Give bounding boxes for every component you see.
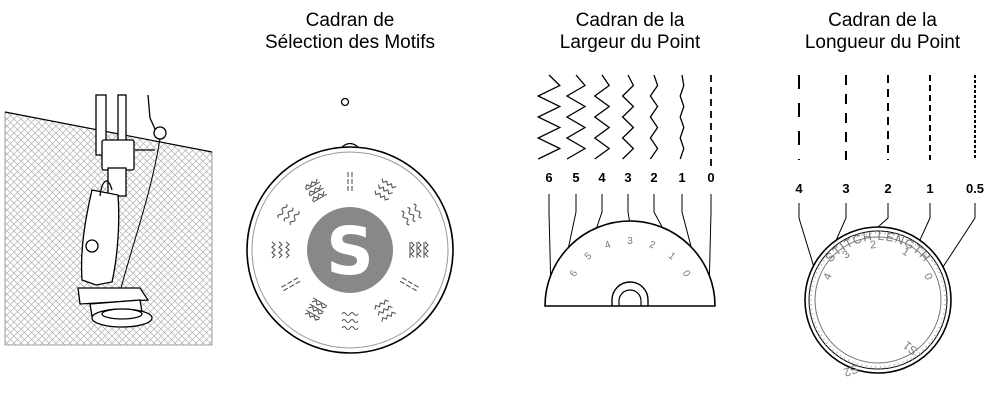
width-caption-line1: Cadran de la [575,10,685,31]
width-stitch-label: 0 [707,170,714,185]
width-stitch-label: 3 [624,170,631,185]
stitch-pattern-icon [399,277,419,292]
width-stitch-sample [593,74,611,160]
width-caption-line2: Largeur du Point [559,32,701,53]
length-leader-line [919,203,931,241]
stitch-pattern-icons [271,172,429,331]
width-dial-body [544,220,716,307]
length-dial-caption: Cadran de la Longueur du Point [785,10,980,54]
length-dial-face [814,236,942,364]
pattern-selection-dial: S [246,97,454,354]
width-stitch-label: 1 [678,170,685,185]
width-stitch-sample [621,74,635,160]
length-dial-number: 3 [841,248,853,261]
stitch-pattern-icon [271,241,290,259]
width-dial-number: 0 [680,269,693,280]
width-stitch-label: 4 [598,170,606,185]
length-dial-s2-label: S2 [842,361,861,379]
presser-foot-illustration [4,94,213,346]
width-leader-lines [548,194,712,285]
length-leader-line [877,203,889,228]
length-stitch-label: 2 [884,181,891,196]
width-dial-number: 6 [568,268,581,279]
width-stitch-sample [679,74,685,160]
stitch-pattern-icon [374,178,397,201]
width-dial-caption: Cadran de la Largeur du Point [535,10,725,54]
width-stitch-labels: 6 5 4 3 2 1 0 [545,170,714,185]
length-stitch-label: 3 [842,181,849,196]
dial-index-mark [340,97,350,107]
pattern-dial-center-disc [307,207,393,293]
width-dial-number: 1 [666,251,678,263]
pattern-caption-line2: Sélection des Motifs [265,32,436,53]
width-dial-number: 3 [627,236,633,247]
width-dial-number: 4 [603,239,612,251]
width-leader-line [653,194,666,232]
length-stitch-label: 4 [795,181,803,196]
length-caption-line1: Cadran de la [828,10,937,31]
length-stitch-samples [798,75,976,160]
pattern-dial-center-letter: S [326,213,374,290]
stitch-pattern-icon [374,299,397,322]
width-stitch-samples [536,74,712,166]
stitch-pattern-icon [347,172,353,191]
length-caption-line2: Longueur du Point [804,32,961,53]
length-dial-numbers: 43 2 1 0 [821,239,934,282]
length-leader-line [942,203,976,268]
presser-bar [95,94,167,197]
length-dial-number: 0 [921,271,934,282]
pattern-dial-inner-ring [251,151,449,349]
width-leader-line [594,194,603,232]
stitch-pattern-icon [341,311,359,331]
width-stitch-sample [649,74,659,160]
stitch-pattern-icon [277,203,300,226]
stitch-pattern-icon [401,203,422,226]
width-leader-line [708,194,712,285]
length-dial-number: 4 [821,271,834,282]
stitch-pattern-icon [304,297,328,321]
width-leader-line [627,194,631,225]
width-dial-number: 5 [583,250,595,262]
width-leader-line [548,194,552,285]
length-dial-number: 2 [870,239,877,251]
pattern-dial-caption: Cadran de Sélection des Motifs [265,10,435,54]
width-stitch-sample [565,74,587,160]
pattern-caption-line1: Cadran de [305,10,395,31]
length-dial-number: 1 [900,246,911,259]
stitch-pattern-icon [409,241,429,258]
width-dial-number: 2 [648,239,657,251]
length-stitch-label: 0.5 [966,181,984,196]
length-stitch-label: 1 [926,181,933,196]
length-leader-line [798,203,814,266]
length-dial-knurl [809,230,947,370]
width-dial-numbers: 654 3 210 [568,236,692,279]
width-stitch-label: 6 [545,170,552,185]
length-stitch-labels: 4 3 2 1 0.5 [795,181,984,196]
width-leader-line [566,194,577,254]
width-stitch-label: 2 [650,170,657,185]
stitch-pattern-icon [281,277,301,292]
presser-foot [77,180,153,328]
width-stitch-label: 5 [572,170,579,185]
length-leader-line [835,203,847,241]
stitch-pattern-icon [305,178,328,203]
length-leader-lines [798,203,976,268]
width-leader-line [681,194,694,254]
width-stitch-sample [536,74,562,160]
